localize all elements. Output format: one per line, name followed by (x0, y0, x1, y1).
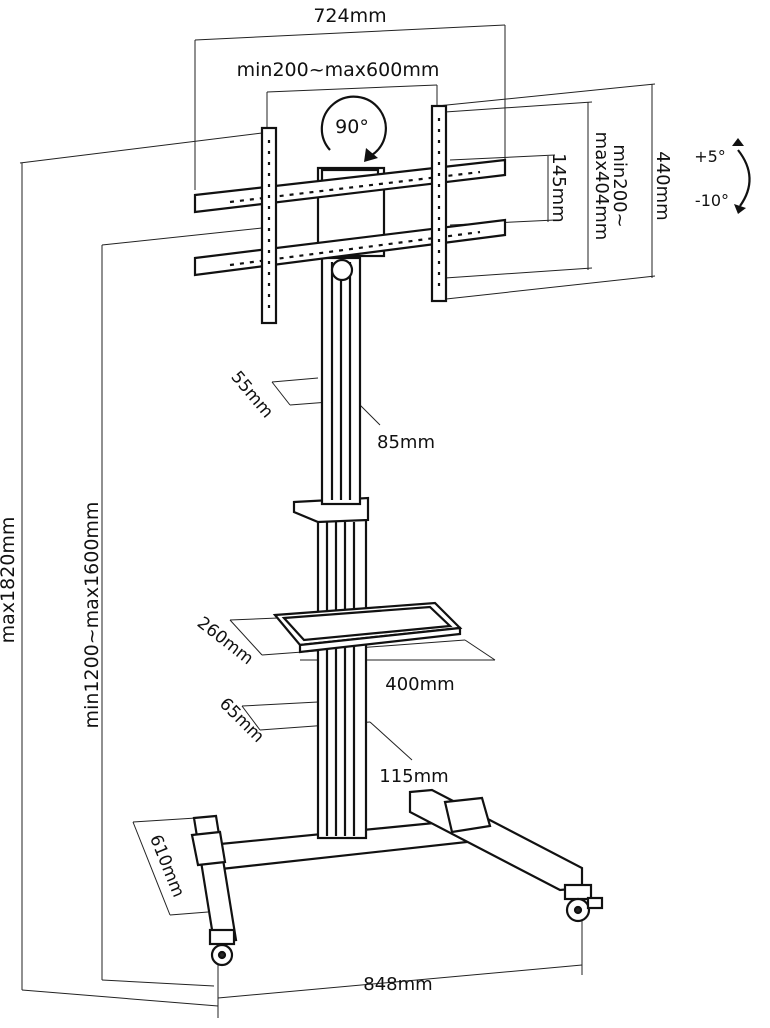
label-base-width: 848mm (363, 974, 432, 995)
rotation-arrow-icon (320, 95, 387, 162)
label-lower-column-depth: 65mm (215, 694, 268, 747)
base-left-clamp (190, 830, 227, 867)
label-tilt-down: -10° (695, 191, 729, 210)
label-height-range: min1200~max1600mm (81, 502, 103, 729)
base-right-clamp (443, 796, 492, 834)
label-base-depth: 610mm (145, 832, 188, 900)
label-overall-width: 724mm (313, 5, 386, 27)
label-rotation: 90° (335, 116, 369, 138)
caster-right (563, 883, 604, 923)
label-column-width: 85mm (377, 432, 435, 453)
label-bracket-spacing: 145mm (548, 153, 569, 222)
label-bracket-height: 440mm (652, 151, 673, 220)
shelf (272, 601, 463, 654)
label-lower-column-width: 115mm (379, 766, 448, 787)
label-shelf-depth: 260mm (193, 613, 257, 669)
label-vesa-width: min200~max600mm (237, 59, 440, 81)
stand-drawing (190, 95, 751, 967)
label-tilt-up: +5° (694, 147, 726, 166)
vertical-arm-left (260, 126, 278, 325)
label-vesa-height-2: max404mm (591, 132, 612, 241)
caster-left (208, 928, 236, 967)
tilt-arrow-icon (732, 138, 751, 214)
label-vesa-height-1: min200~ (609, 144, 630, 227)
label-max-height: max1820mm (0, 517, 19, 644)
vertical-arm-right (430, 104, 448, 303)
lower-column (316, 518, 368, 840)
upper-column (320, 256, 362, 506)
label-column-depth: 55mm (227, 367, 278, 422)
label-shelf-width: 400mm (385, 674, 454, 695)
